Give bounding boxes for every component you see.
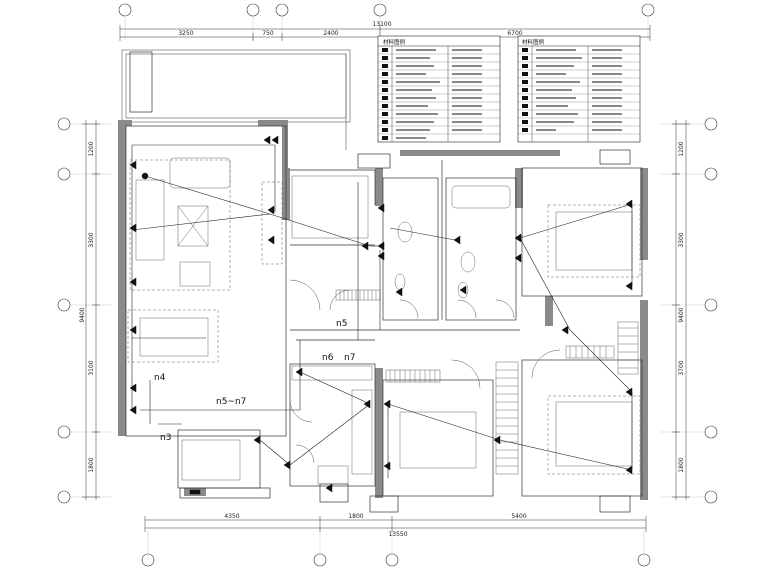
legend-table-2-title: 材料图例 bbox=[522, 38, 545, 46]
legend-table-1-title: 材料图例 bbox=[383, 38, 406, 46]
dim-bottom-seg-2: 1800 bbox=[348, 513, 363, 520]
shelf-hatching bbox=[339, 290, 638, 467]
dim-right-seg-3: 3700 bbox=[678, 360, 685, 375]
dim-top-seg-3: 2400 bbox=[323, 30, 338, 37]
circuit-label-n7: n7 bbox=[344, 353, 355, 363]
dim-top-total: 13100 bbox=[372, 21, 391, 28]
dim-right-seg-1: 1200 bbox=[678, 141, 685, 156]
dim-left-seg-2: 3300 bbox=[88, 232, 95, 247]
dim-top-seg-4: 6700 bbox=[507, 30, 522, 37]
circuit-label-n6: n6 bbox=[322, 353, 334, 363]
circuit-label-n5-n7: n5~n7 bbox=[216, 397, 246, 407]
legend-table-1: 材料图例 bbox=[377, 35, 501, 143]
dim-bottom-total: 13550 bbox=[388, 531, 407, 538]
dim-left-seg-3: 3100 bbox=[88, 360, 95, 375]
circuit-label-n5: n5 bbox=[336, 319, 347, 329]
dim-left-total: 9400 bbox=[79, 307, 86, 322]
dim-right-seg-4: 1800 bbox=[678, 457, 685, 472]
dim-top-seg-2: 750 bbox=[262, 30, 274, 37]
circuit-label-n4: n4 bbox=[154, 373, 166, 383]
fixtures bbox=[129, 135, 633, 495]
door-swings bbox=[289, 279, 561, 464]
axis-bubbles bbox=[57, 3, 718, 567]
dim-top-seg-1: 3250 bbox=[178, 30, 193, 37]
dim-right-seg-2: 3300 bbox=[678, 232, 685, 247]
wiring bbox=[131, 144, 633, 478]
legend-table-2: 材料图例 bbox=[517, 35, 641, 143]
dim-left-seg-1: 1200 bbox=[88, 141, 95, 156]
dim-bottom-seg-1: 4350 bbox=[224, 513, 239, 520]
dim-bottom-seg-3: 5400 bbox=[511, 513, 526, 520]
dim-right-total: 9400 bbox=[678, 307, 685, 322]
dim-left-seg-4: 1800 bbox=[88, 457, 95, 472]
circuit-label-n3: n3 bbox=[160, 433, 171, 443]
balcony-outline bbox=[121, 49, 351, 150]
